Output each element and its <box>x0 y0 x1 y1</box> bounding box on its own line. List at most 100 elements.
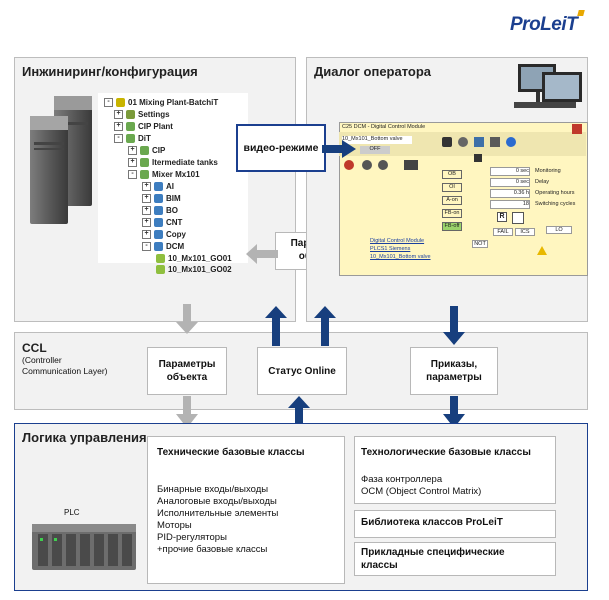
dcm-value-label: Delay <box>535 179 550 185</box>
settings-icon[interactable] <box>458 137 468 147</box>
proleit-logo: ProLeiT <box>510 14 578 35</box>
dcm-reset-button[interactable]: R <box>497 212 507 222</box>
manual-icon[interactable] <box>378 160 388 170</box>
lock-icon <box>474 154 482 162</box>
tree-item-selected[interactable]: 10_Mx101_GO02 <box>156 265 232 274</box>
valve-icon <box>404 160 418 170</box>
technical-class-item: +прочие базовые классы <box>157 544 268 555</box>
plant-icon <box>126 122 135 131</box>
dcm-object-name: 10_Mx101_Bottom valve <box>342 136 412 144</box>
operator-panel-title: Диалог оператора <box>314 64 432 79</box>
params-to-tree-arrow <box>246 244 278 264</box>
dcm-input-ob: OB <box>442 170 462 179</box>
settings-icon <box>126 110 135 119</box>
video-mode-arrow <box>322 140 356 158</box>
tree-item[interactable]: +AI <box>142 182 174 191</box>
dcm-value: 0 sec <box>490 178 530 187</box>
dcm-flag-fail: FAIL <box>493 228 513 236</box>
applied-classes-box <box>354 542 556 576</box>
tree-item[interactable]: +BIM <box>142 194 181 203</box>
tree-item[interactable]: +CNT <box>142 218 182 227</box>
dcm-input-oi: OI <box>442 183 462 192</box>
help-icon[interactable] <box>506 137 516 147</box>
stop-icon[interactable] <box>344 160 354 170</box>
technology-classes-box <box>354 436 556 504</box>
video-mode-label: видео-режиме <box>243 142 319 154</box>
dcm-state: OFF <box>360 146 390 154</box>
dcm-flag-not: NOT <box>472 240 488 248</box>
dcm-link[interactable]: Digital Control Module <box>370 238 425 244</box>
auto-icon[interactable] <box>362 160 372 170</box>
plant-icon <box>126 134 135 143</box>
dcm-value-label: Switching cycles <box>535 201 576 207</box>
technology-classes-title: Технологические базовые классы <box>361 447 531 458</box>
trend-icon[interactable] <box>474 137 484 147</box>
proleit-library-box <box>354 510 556 538</box>
tree-item[interactable]: +BO <box>142 206 178 215</box>
technical-classes-box <box>147 436 345 584</box>
plant-tree-view[interactable] <box>98 93 248 263</box>
dcm-input-fb-on: FB-on <box>442 209 462 218</box>
plc-label: PLC <box>64 508 80 517</box>
status-online-label: Статус Online <box>268 366 336 377</box>
class-icon <box>154 206 163 215</box>
plant-icon <box>140 170 149 179</box>
dcm-link[interactable]: PLCS1 Siemens <box>370 246 411 252</box>
tree-item[interactable]: +Settings <box>114 110 170 119</box>
tree-item[interactable]: 10_Mx101_GO01 <box>156 254 232 263</box>
logic-panel-title: Логика управления <box>22 430 147 445</box>
dcm-link[interactable]: 10_Mx101_Bottom valve <box>370 254 431 260</box>
eye-icon[interactable] <box>512 212 524 224</box>
tree-item[interactable]: -DiT <box>114 134 151 143</box>
dcm-flag-ics: ICS <box>515 228 535 236</box>
tree-item[interactable]: -DCM <box>142 242 184 251</box>
commands-label: Приказы,параметры <box>426 359 482 383</box>
class-icon <box>154 182 163 191</box>
chart-icon[interactable] <box>490 137 500 147</box>
technical-classes-title: Технические базовые классы <box>157 447 305 458</box>
operator-workstation-icon <box>514 64 582 108</box>
object-icon <box>156 265 165 274</box>
tree-item[interactable]: -Mixer Mx101 <box>128 170 200 179</box>
class-icon <box>154 242 163 251</box>
status-online-box <box>257 347 347 395</box>
class-icon <box>154 230 163 239</box>
technology-class-item: OCM (Object Control Matrix) <box>361 486 482 497</box>
dcm-flag-lo: LO <box>546 226 572 234</box>
tree-item[interactable]: +CIP Plant <box>114 122 173 131</box>
tree-root[interactable]: -01 Mixing Plant-BatchiT <box>104 98 218 107</box>
dcm-value-label: Monitoring <box>535 168 561 174</box>
binoculars-icon[interactable] <box>442 137 452 147</box>
ccl-title: CCL <box>22 341 47 355</box>
technical-class-item: Бинарные входы/выходы <box>157 484 269 495</box>
class-icon <box>154 218 163 227</box>
dcm-input-a-on: A-on <box>442 196 462 205</box>
dcm-value: 0.36 h <box>490 189 530 198</box>
tree-item[interactable]: +Copy <box>142 230 186 239</box>
dcm-value: 0 sec <box>490 167 530 176</box>
video-mode-box <box>236 124 326 172</box>
commands-box <box>410 347 498 395</box>
close-icon[interactable] <box>572 124 582 134</box>
technical-class-item: Моторы <box>157 520 192 531</box>
object-icon <box>156 254 165 263</box>
server-cabinets-image <box>30 96 92 224</box>
class-icon <box>154 194 163 203</box>
plant-icon <box>140 146 149 155</box>
dcm-window-title: C25 DCM - Digital Control Module <box>342 124 426 130</box>
dcm-value-label: Operating hours <box>535 190 575 196</box>
plc-hardware-image <box>32 524 136 570</box>
ccl-object-params-box <box>147 347 227 395</box>
technical-class-item: Исполнительные элементы <box>157 508 279 519</box>
warning-icon <box>537 246 547 255</box>
proleit-library-title: Библиотека классов ProLeiT <box>361 517 503 528</box>
dcm-input-fb-off: FB-off <box>442 222 462 231</box>
tree-item[interactable]: +Itermediate tanks <box>128 158 218 167</box>
technical-class-item: Аналоговые входы/выходы <box>157 496 277 507</box>
dcm-value: 18 <box>490 200 530 209</box>
tree-item[interactable]: +CIP <box>128 146 165 155</box>
